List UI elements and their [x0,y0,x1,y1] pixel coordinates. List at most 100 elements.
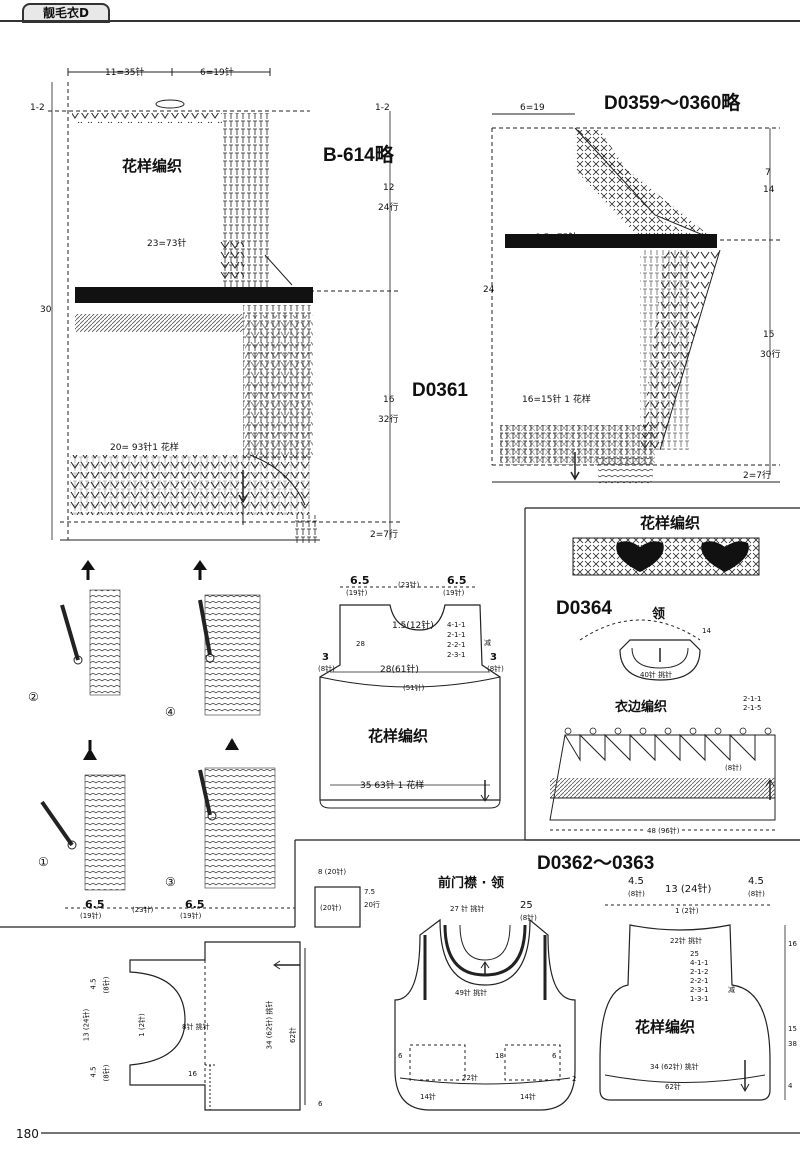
br-b62: 62针 [665,1083,681,1091]
br-r15: 15 [788,1025,797,1033]
bl-w1: 4.5 [89,978,98,990]
cc-d28s: 28(61针) [380,665,419,675]
br-dec-4: 2-2-1 [690,977,709,985]
page-header: 靓毛衣D [0,0,800,23]
cc-bottom: 35 63针 1 花样 [360,781,425,791]
cc-top-rs: (19针) [443,589,465,597]
cc-neck: 1.5(12针) [392,621,434,631]
d0364-collar-num: 40针 挑针 [640,671,673,679]
bl-c4: 62针 [288,1027,297,1043]
cc-top-l: 6.5 [350,574,370,587]
bm-b22: 22针 [462,1074,478,1082]
d0364-panel [524,507,800,841]
d0364-edge-w: 48 (96针) [645,826,682,836]
br-t1s: (8针) [628,890,645,898]
cc-top-r: 6.5 [447,574,467,587]
d0361-h32: 32行 [378,415,399,425]
bm-b14a: 14针 [420,1093,436,1101]
d0361-bottom: 20= 93针1 花样 [110,443,179,453]
br-dec-5: 2-3-1 [690,986,709,994]
d0364-collar-top: 14 [702,627,711,635]
illus-num-1: ① [38,855,49,869]
br-dec-3: 2-1-2 [690,968,709,976]
d0361-top-left: 11=35针 [105,68,145,78]
d0359-mid: 8.5=75针 [535,233,578,243]
illus-bot-ls: (19针) [80,912,102,920]
box-inner: (20针) [320,904,342,912]
br-t1: 4.5 [628,876,644,887]
cc-left3s: (8针) [318,665,335,673]
cc-pattern: 花样编织 [368,727,429,745]
box-top: 8 (20针) [318,868,347,876]
bl-w3: 4.5 [89,1066,98,1078]
front-band-label: 前门襟 · 领 [438,876,504,891]
bl-c1: 1 (2针) [137,1013,146,1037]
d0359-top: 6=19 [520,103,545,113]
cc-d51: (51针) [403,684,425,692]
d0364-code: D0364 [556,598,612,619]
bm-top: 27 针 挑针 [450,905,485,913]
bl-c3: 34 (62针) 挑针 [265,1000,274,1050]
illus-num-2: ② [28,690,39,704]
bl-c5: 16 [188,1070,197,1078]
br-t3s: (8针) [748,890,765,898]
cc-dec-label: 减 [484,639,491,647]
cc-top-ls: (19针) [346,589,368,597]
bm-c49: 49针 挑针 [455,989,488,997]
br-dec: 25 4-1-1 2-1-2 2-2-1 2-3-1 1-3-1 [690,950,708,1004]
bm-r2: 2 [572,1075,577,1083]
page-number: 180 [14,1127,41,1141]
d0361-mid: 23=73针 [147,239,187,249]
bm-r25: 25 [520,900,533,911]
bottom-middle-vest [394,918,576,1111]
d0364-pattern: 花样编织 [640,514,701,532]
d0361-code: D0361 [412,380,468,401]
bl-c2: 8针 挑针 [182,1023,210,1031]
br-t3: 4.5 [748,876,764,887]
d0364-edge-dec: 2-1-1 2-1-5 [743,695,761,713]
br-neck: 1 (2针) [675,907,699,915]
d0362-code: D0362～0363 [537,853,655,874]
illus-bot-r: 6.5 [185,898,205,911]
small-square [314,886,361,928]
d0361-right-12: 1-2 [375,103,390,113]
bottom-right-vest [599,904,786,1101]
cc-top-m: (23针) [398,581,420,589]
br-r16: 16 [788,940,797,948]
bl-w3s: (8针) [102,1064,111,1082]
d0364-edge-8: (8针) [725,764,742,772]
bm-b14b: 14针 [520,1093,536,1101]
d0361-h24: 24行 [378,203,399,213]
d0361-left-12: 1-2 [30,103,45,113]
illus-bot-rs: (19针) [180,912,202,920]
d0359-chart [491,113,780,486]
d0359-bottom: 16=15针 1 花样 [522,395,591,405]
cc-right3s: (8针) [487,665,504,673]
d0359-h24: 24 [483,285,495,295]
cc-d28: 28 [356,640,365,648]
cc-right3: 3 [490,652,497,663]
cc-dec-4: 2-3-1 [447,651,466,659]
cc-left3: 3 [322,652,329,663]
d0361-h30: 30 [40,305,52,315]
br-dec-label: 减 [728,986,735,994]
stitch-illustrations [0,560,296,928]
cc-dec-2: 2-1-1 [447,631,466,639]
box-right2: 20行 [364,901,380,909]
header-rule [0,20,800,22]
d0359-h14: 14 [763,185,775,195]
box-right1: 7.5 [364,888,376,896]
d0359-h27: 2=7行 [743,471,771,481]
d0361-pattern-label: 花样编织 [122,157,183,175]
br-r38: 38 [788,1040,797,1048]
cc-dec-3: 2-2-1 [447,641,466,649]
d0364-edge: 衣边编织 [615,700,668,715]
d0364-edge-dec-1: 2-1-1 [743,695,762,703]
illus-num-3: ③ [165,875,176,889]
br-pattern: 花样编织 [635,1018,696,1036]
illus-num-4: ④ [165,705,176,719]
br-dec-2: 4-1-1 [690,959,709,967]
br-r4: 4 [788,1082,793,1090]
cc-dec: 4-1-1 2-1-1 2-2-1 2-3-1 [447,620,465,660]
